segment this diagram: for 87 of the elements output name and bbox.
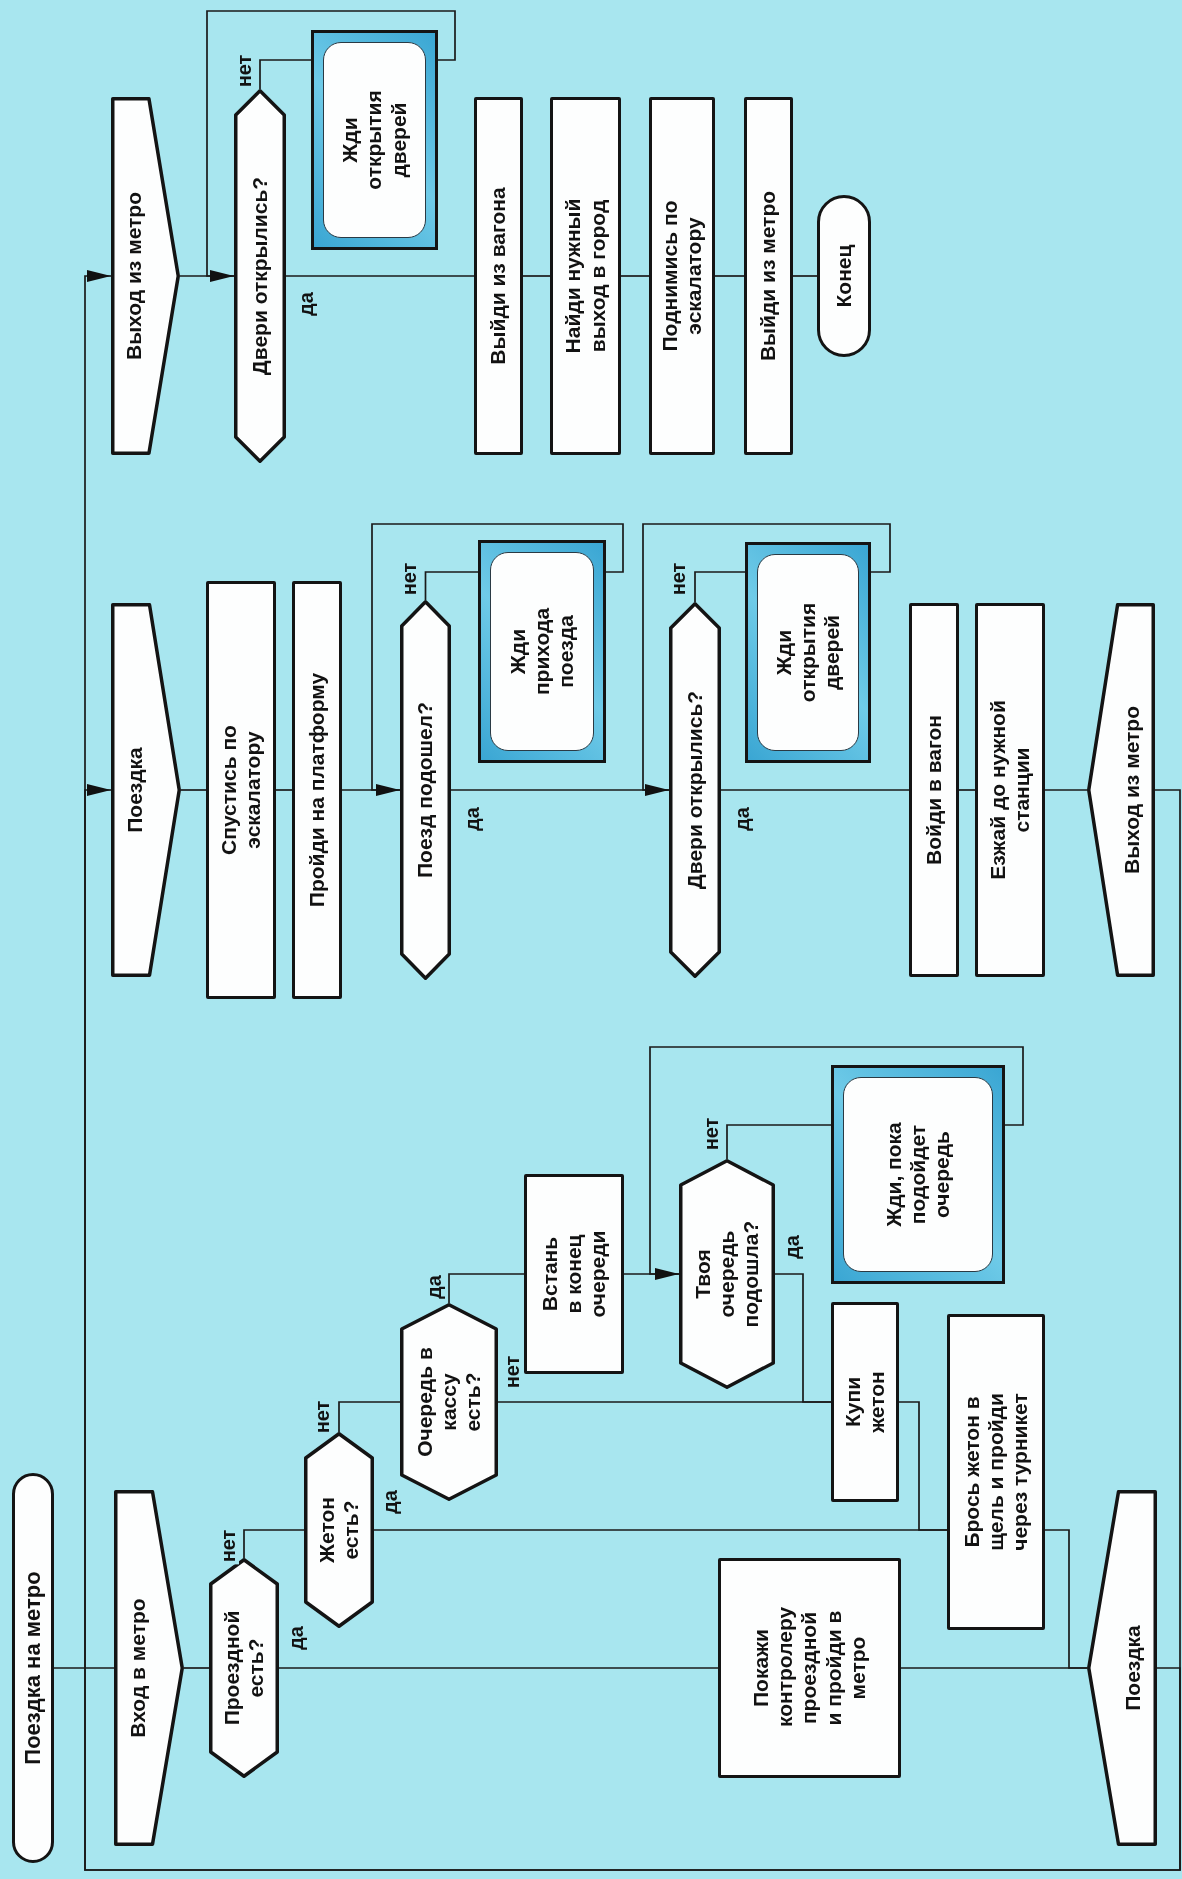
node-text: Конец xyxy=(831,244,856,308)
flow-line xyxy=(1044,1529,1088,1669)
node-text: Твоя очередь подошла? xyxy=(690,1219,764,1330)
node-text: Проездной есть? xyxy=(219,1609,268,1728)
wait-box xyxy=(831,1065,1005,1284)
flow-line xyxy=(259,59,312,90)
action-box xyxy=(909,603,959,977)
decision-hexagon xyxy=(400,600,451,980)
arrow xyxy=(206,10,456,282)
node-text: Выход из метро xyxy=(1119,706,1144,874)
action-box xyxy=(649,97,715,455)
arrow xyxy=(642,523,891,796)
flow-line xyxy=(424,571,479,601)
flow-line xyxy=(898,1401,948,1531)
flow-line xyxy=(714,275,745,277)
node-text: Купи жетон xyxy=(840,1370,889,1435)
decision-hexagon xyxy=(400,1303,498,1501)
flow-line xyxy=(180,789,207,791)
arrow xyxy=(649,1046,1024,1280)
flow-line xyxy=(285,275,475,277)
decision-hexagon xyxy=(234,89,286,463)
terminator-shape xyxy=(817,195,871,357)
node-text: Войди в вагон xyxy=(921,715,946,865)
branch-address xyxy=(1087,1490,1157,1846)
flow-line xyxy=(522,275,551,277)
branch-header xyxy=(111,603,181,977)
action-box xyxy=(550,97,621,455)
flow-line xyxy=(448,1273,525,1304)
action-box xyxy=(975,603,1045,977)
node-text: Встань в конец очереди xyxy=(537,1229,611,1320)
node-text: Брось жетон в щель и пройди через турникет xyxy=(959,1392,1033,1553)
flow-line xyxy=(278,1667,719,1669)
flow-line xyxy=(183,1667,210,1669)
node-text: Очередь в кассу есть? xyxy=(412,1347,486,1457)
node-text: Жди прихода поезда xyxy=(505,606,579,698)
node-text: Жетон есть? xyxy=(314,1496,363,1565)
node-text: Поезд подошел? xyxy=(413,702,438,878)
node-text: Спустись по эскалатору xyxy=(216,724,265,857)
node-text: Покажи контролеру проездной и пройди в метро xyxy=(749,1609,870,1727)
node-text: Найди нужный выход в город xyxy=(561,197,610,356)
wait-box xyxy=(478,540,606,763)
flow-line xyxy=(792,275,818,277)
action-box xyxy=(524,1174,624,1374)
node-text: Жди, пока подойдет очередь xyxy=(881,1121,955,1229)
wait-box xyxy=(745,542,871,763)
flow-line xyxy=(1044,789,1088,791)
flow-line xyxy=(720,789,910,791)
flow-line xyxy=(958,789,976,791)
node-text: Двери открылись? xyxy=(682,690,707,890)
branch-header xyxy=(114,1490,184,1846)
flow-line xyxy=(338,1401,401,1433)
flow-line xyxy=(243,1529,305,1559)
node-text: Поездка на метро xyxy=(20,1571,46,1765)
flow-line xyxy=(53,1667,115,1669)
arrow xyxy=(84,270,1181,1871)
node-text: Жди открытия дверей xyxy=(771,601,845,705)
action-box xyxy=(292,581,342,999)
node-text: Езжай до нужной станции xyxy=(985,699,1034,882)
flow-line xyxy=(275,789,293,791)
node-text: Пройди на платформу xyxy=(304,672,329,908)
action-box xyxy=(831,1302,899,1502)
node-text: Вход в метро xyxy=(125,1598,150,1738)
action-box xyxy=(947,1314,1045,1630)
decision-hexagon xyxy=(679,1159,775,1389)
decision-hexagon xyxy=(669,602,721,978)
terminator-shape xyxy=(12,1473,54,1863)
branch-header xyxy=(111,97,180,455)
arrow xyxy=(371,523,624,796)
flow-line xyxy=(726,1124,832,1160)
node-text: Поездка xyxy=(1120,1625,1145,1711)
node-text: Поднимись по эскалатору xyxy=(657,199,706,354)
flow-line xyxy=(694,571,746,603)
wait-box xyxy=(311,30,438,250)
node-text: Поездка xyxy=(122,747,147,833)
node-text: Двери открылись? xyxy=(247,176,272,376)
node-text: Выйди из вагона xyxy=(486,187,511,365)
node-text: Выход из метро xyxy=(122,192,147,360)
decision-hexagon xyxy=(304,1432,374,1628)
action-box xyxy=(744,97,793,455)
action-box xyxy=(474,97,523,455)
flow-line xyxy=(620,275,650,277)
action-box xyxy=(718,1558,901,1778)
flow-line xyxy=(774,1273,832,1403)
node-text: Выйди из метро xyxy=(756,190,781,362)
node-text: Жди открытия дверей xyxy=(338,89,411,192)
branch-address xyxy=(1087,603,1155,977)
action-box xyxy=(206,581,276,999)
